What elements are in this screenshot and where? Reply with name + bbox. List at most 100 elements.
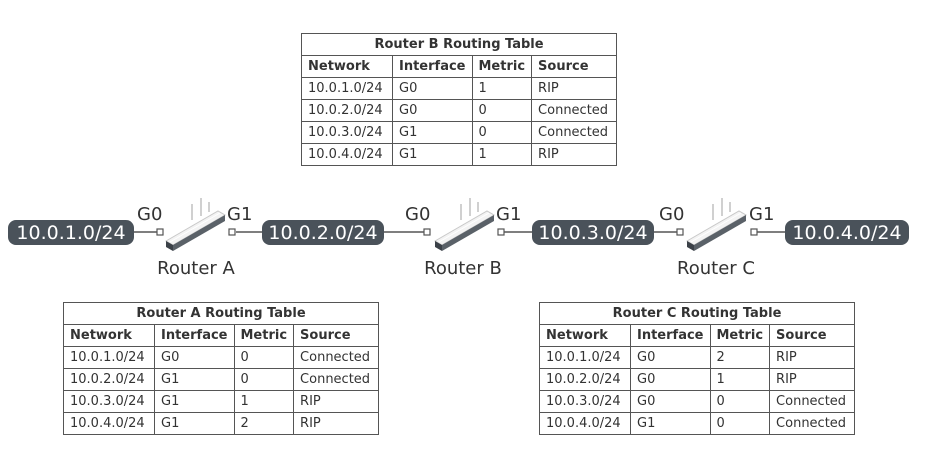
port-g1-label: G1 bbox=[227, 204, 252, 225]
cell-source: Connected bbox=[531, 99, 618, 122]
table-row: 10.0.1.0/24 G0 1 RIP bbox=[301, 77, 618, 100]
port-g1-icon bbox=[750, 228, 758, 236]
port-g0-label: G0 bbox=[659, 204, 684, 225]
cell-source: Connected bbox=[769, 412, 856, 435]
port-g0-label: G0 bbox=[405, 204, 430, 225]
column-header-metric: Metric bbox=[233, 324, 295, 347]
cell-metric: 1 bbox=[709, 368, 771, 391]
column-header-source: Source bbox=[531, 55, 618, 78]
cell-source: RIP bbox=[531, 143, 618, 166]
cell-metric: 0 bbox=[709, 412, 771, 435]
network-segment-2: 10.0.2.0/24 bbox=[262, 220, 384, 245]
router-a-routing-table: Router A Routing Table Network Interface… bbox=[62, 302, 380, 435]
cell-source: RIP bbox=[769, 346, 856, 369]
table-row: 10.0.1.0/24 G0 2 RIP bbox=[539, 346, 856, 369]
cell-source: Connected bbox=[769, 390, 856, 413]
cell-source: Connected bbox=[293, 346, 380, 369]
cell-interface: G1 bbox=[630, 412, 711, 435]
table-row: 10.0.4.0/24 G1 1 RIP bbox=[301, 143, 618, 166]
cell-interface: G0 bbox=[630, 390, 711, 413]
cell-source: Connected bbox=[531, 121, 618, 144]
cell-network: 10.0.1.0/24 bbox=[63, 346, 155, 369]
port-g1-icon bbox=[228, 228, 236, 236]
column-header-network: Network bbox=[301, 55, 393, 78]
table-row: 10.0.1.0/24 G0 0 Connected bbox=[63, 346, 380, 369]
column-header-source: Source bbox=[769, 324, 856, 347]
cell-source: RIP bbox=[293, 390, 380, 413]
table-header-row: Network Interface Metric Source bbox=[301, 55, 618, 78]
column-header-metric: Metric bbox=[709, 324, 771, 347]
router-b-routing-table: Router B Routing Table Network Interface… bbox=[300, 33, 618, 166]
cell-interface: G0 bbox=[630, 368, 711, 391]
cell-source: RIP bbox=[293, 412, 380, 435]
column-header-network: Network bbox=[539, 324, 631, 347]
router-name: Router B bbox=[424, 258, 502, 279]
cell-interface: G1 bbox=[392, 143, 473, 166]
network-segment-1: 10.0.1.0/24 bbox=[8, 220, 134, 245]
column-header-interface: Interface bbox=[154, 324, 235, 347]
cell-metric: 1 bbox=[233, 390, 295, 413]
port-g1-label: G1 bbox=[749, 204, 774, 225]
cell-interface: G1 bbox=[154, 368, 235, 391]
column-header-metric: Metric bbox=[471, 55, 533, 78]
cell-network: 10.0.2.0/24 bbox=[539, 368, 631, 391]
cell-network: 10.0.2.0/24 bbox=[301, 99, 393, 122]
table-row: 10.0.2.0/24 G0 1 RIP bbox=[539, 368, 856, 391]
cell-metric: 1 bbox=[471, 77, 533, 100]
port-g1-icon bbox=[497, 228, 505, 236]
network-segment-4: 10.0.4.0/24 bbox=[785, 220, 909, 245]
table-row: 10.0.4.0/24 G1 0 Connected bbox=[539, 412, 856, 435]
router-b: G0 G1 Router B bbox=[405, 197, 521, 279]
network-label: 10.0.2.0/24 bbox=[268, 222, 377, 244]
table-header-row: Network Interface Metric Source bbox=[63, 324, 380, 347]
network-label: 10.0.1.0/24 bbox=[16, 222, 125, 244]
cell-network: 10.0.2.0/24 bbox=[63, 368, 155, 391]
router-name: Router C bbox=[677, 258, 755, 279]
cell-source: RIP bbox=[769, 368, 856, 391]
network-label: 10.0.4.0/24 bbox=[792, 222, 901, 244]
table-title: Router B Routing Table bbox=[300, 33, 618, 56]
cell-network: 10.0.4.0/24 bbox=[63, 412, 155, 435]
cell-metric: 0 bbox=[471, 121, 533, 144]
table-title: Router C Routing Table bbox=[538, 302, 856, 325]
router-icon bbox=[686, 197, 747, 252]
column-header-source: Source bbox=[293, 324, 380, 347]
router-icon bbox=[434, 197, 495, 252]
cell-interface: G0 bbox=[154, 346, 235, 369]
cell-metric: 1 bbox=[471, 143, 533, 166]
cell-interface: G1 bbox=[154, 412, 235, 435]
port-g1-label: G1 bbox=[496, 204, 521, 225]
cell-network: 10.0.3.0/24 bbox=[539, 390, 631, 413]
table-row: 10.0.3.0/24 G1 0 Connected bbox=[301, 121, 618, 144]
cell-network: 10.0.4.0/24 bbox=[301, 143, 393, 166]
cell-network: 10.0.1.0/24 bbox=[301, 77, 393, 100]
cell-metric: 2 bbox=[233, 412, 295, 435]
column-header-interface: Interface bbox=[392, 55, 473, 78]
table-row: 10.0.4.0/24 G1 2 RIP bbox=[63, 412, 380, 435]
cell-source: RIP bbox=[531, 77, 618, 100]
cell-interface: G1 bbox=[154, 390, 235, 413]
port-g0-label: G0 bbox=[137, 204, 162, 225]
router-icon bbox=[165, 197, 226, 252]
table-row: 10.0.2.0/24 G0 0 Connected bbox=[301, 99, 618, 122]
table-row: 10.0.3.0/24 G1 1 RIP bbox=[63, 390, 380, 413]
cell-metric: 0 bbox=[709, 390, 771, 413]
router-name: Router A bbox=[157, 258, 235, 279]
router-a: G0 G1 Router A bbox=[137, 197, 252, 279]
cell-network: 10.0.3.0/24 bbox=[301, 121, 393, 144]
port-g0-icon bbox=[156, 228, 164, 236]
cell-metric: 2 bbox=[709, 346, 771, 369]
network-segment-3: 10.0.3.0/24 bbox=[532, 220, 654, 245]
network-label: 10.0.3.0/24 bbox=[538, 222, 647, 244]
router-c-routing-table: Router C Routing Table Network Interface… bbox=[538, 302, 856, 435]
port-g0-icon bbox=[423, 228, 431, 236]
cell-interface: G0 bbox=[630, 346, 711, 369]
column-header-interface: Interface bbox=[630, 324, 711, 347]
router-c: G0 G1 Router C bbox=[659, 197, 774, 279]
table-header-row: Network Interface Metric Source bbox=[539, 324, 856, 347]
cell-network: 10.0.1.0/24 bbox=[539, 346, 631, 369]
cell-metric: 0 bbox=[233, 368, 295, 391]
cell-network: 10.0.3.0/24 bbox=[63, 390, 155, 413]
cell-metric: 0 bbox=[471, 99, 533, 122]
